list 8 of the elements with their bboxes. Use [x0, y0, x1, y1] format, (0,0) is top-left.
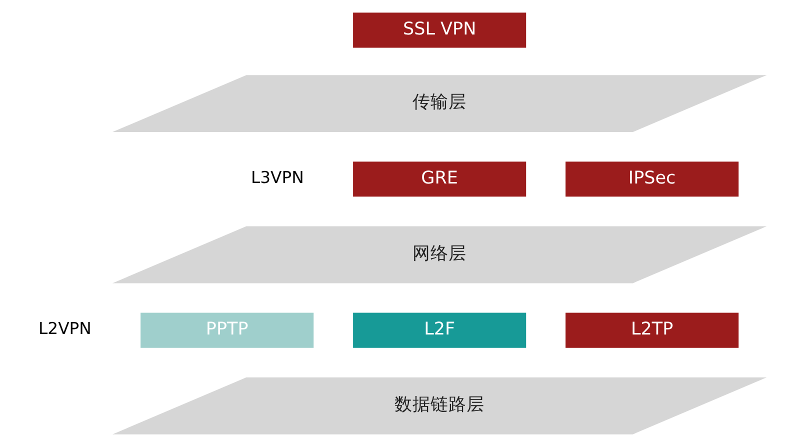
label: L2VPN — [38, 319, 91, 338]
node-box: SSL VPN — [352, 12, 526, 48]
label: L3VPN — [250, 168, 304, 187]
node-box: L2TP — [565, 312, 738, 348]
node-box: GRE — [352, 162, 526, 197]
node-box: IPSec — [565, 162, 738, 197]
node-box: PPTP — [140, 312, 314, 348]
node-box: L2F — [352, 312, 526, 348]
